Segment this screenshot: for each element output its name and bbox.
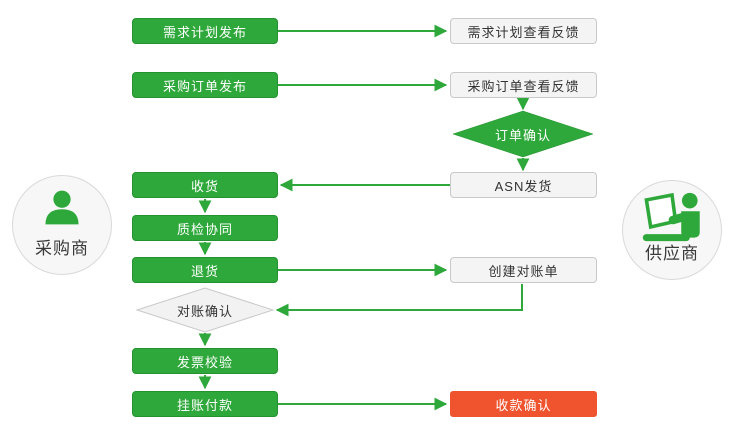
recon-confirm-diamond (135, 287, 275, 333)
supplier-actor: 供应商 (622, 180, 722, 280)
node-po-release: 采购订单发布 (132, 72, 278, 98)
node-create-statement: 创建对账单 (450, 257, 597, 283)
buyer-actor: 采购商 (12, 175, 112, 275)
node-demand-plan-feedback: 需求计划查看反馈 (450, 18, 597, 44)
node-receipt-confirm: 收款确认 (450, 391, 597, 417)
person-laptop-icon (640, 191, 704, 243)
supplier-label: 供应商 (645, 244, 699, 263)
node-demand-plan-release: 需求计划发布 (132, 18, 278, 44)
node-po-feedback: 采购订单查看反馈 (450, 72, 597, 98)
node-receiving: 收货 (132, 172, 278, 198)
node-book-payment: 挂账付款 (132, 391, 278, 417)
node-asn-ship: ASN发货 (450, 172, 597, 198)
person-icon (39, 186, 85, 234)
recon-confirm-label: 对账确认 (176, 303, 233, 319)
node-invoice-verify: 发票校验 (132, 348, 278, 374)
node-quality-collab: 质检协同 (132, 215, 278, 241)
buyer-label: 采购商 (35, 239, 89, 258)
arrow-statement-to-recon (275, 284, 523, 317)
order-confirm-label: 订单确认 (494, 127, 551, 143)
order-confirm-diamond (452, 110, 594, 158)
node-return-goods: 退货 (132, 257, 278, 283)
